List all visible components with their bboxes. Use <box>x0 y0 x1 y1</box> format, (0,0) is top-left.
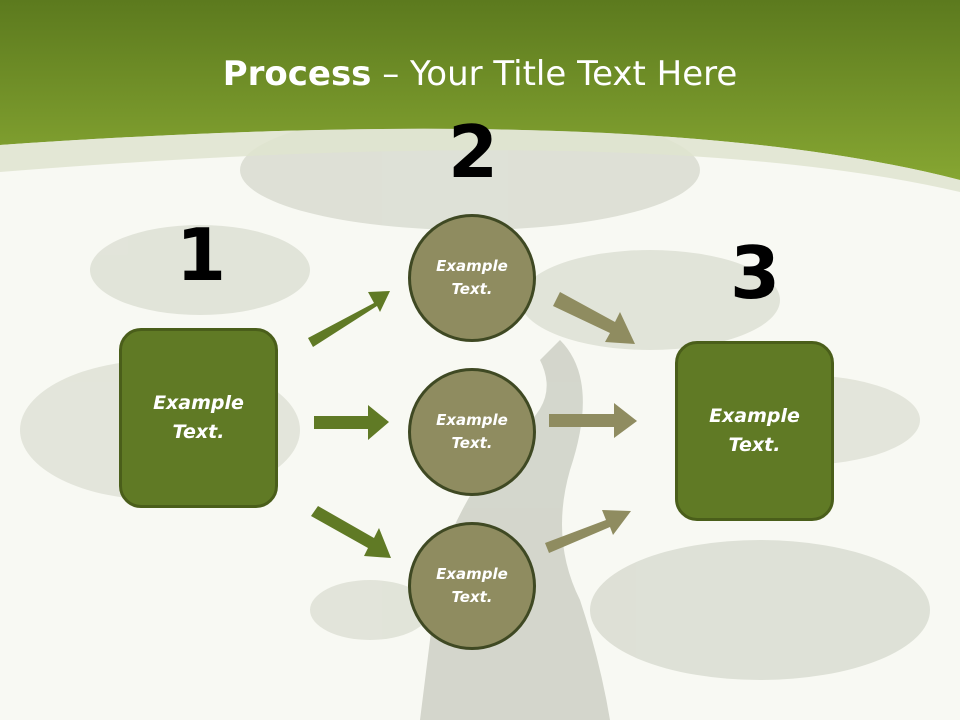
step-number-2: 2 <box>448 110 499 194</box>
arrow-from-circle-1 <box>553 292 635 344</box>
process-circle-3-text: Example Text. <box>436 565 508 606</box>
arrow-to-circle-1 <box>308 291 390 347</box>
step-box-1: Example Text. <box>119 328 278 508</box>
step-box-3-text: Example Text. <box>709 405 800 456</box>
arrow-from-circle-2 <box>549 403 637 438</box>
step-number-1: 1 <box>176 213 227 297</box>
process-circle-1: Example Text. <box>408 214 536 342</box>
arrow-from-circle-3 <box>545 510 631 553</box>
process-circle-2: Example Text. <box>408 368 536 496</box>
arrow-to-circle-2 <box>314 405 389 440</box>
title-rest: – Your Title Text Here <box>371 54 738 94</box>
step-box-3: Example Text. <box>675 341 834 521</box>
header-band <box>0 0 960 180</box>
step-box-1-text: Example Text. <box>153 392 244 443</box>
header-curve <box>0 128 960 192</box>
process-circle-1-text: Example Text. <box>436 257 508 298</box>
arrow-to-circle-3 <box>311 506 391 558</box>
process-circle-3: Example Text. <box>408 522 536 650</box>
step-number-3: 3 <box>730 231 781 315</box>
title-bold: Process <box>222 54 372 94</box>
slide-title: Process – Your Title Text Here <box>0 52 960 96</box>
process-circle-2-text: Example Text. <box>436 411 508 452</box>
